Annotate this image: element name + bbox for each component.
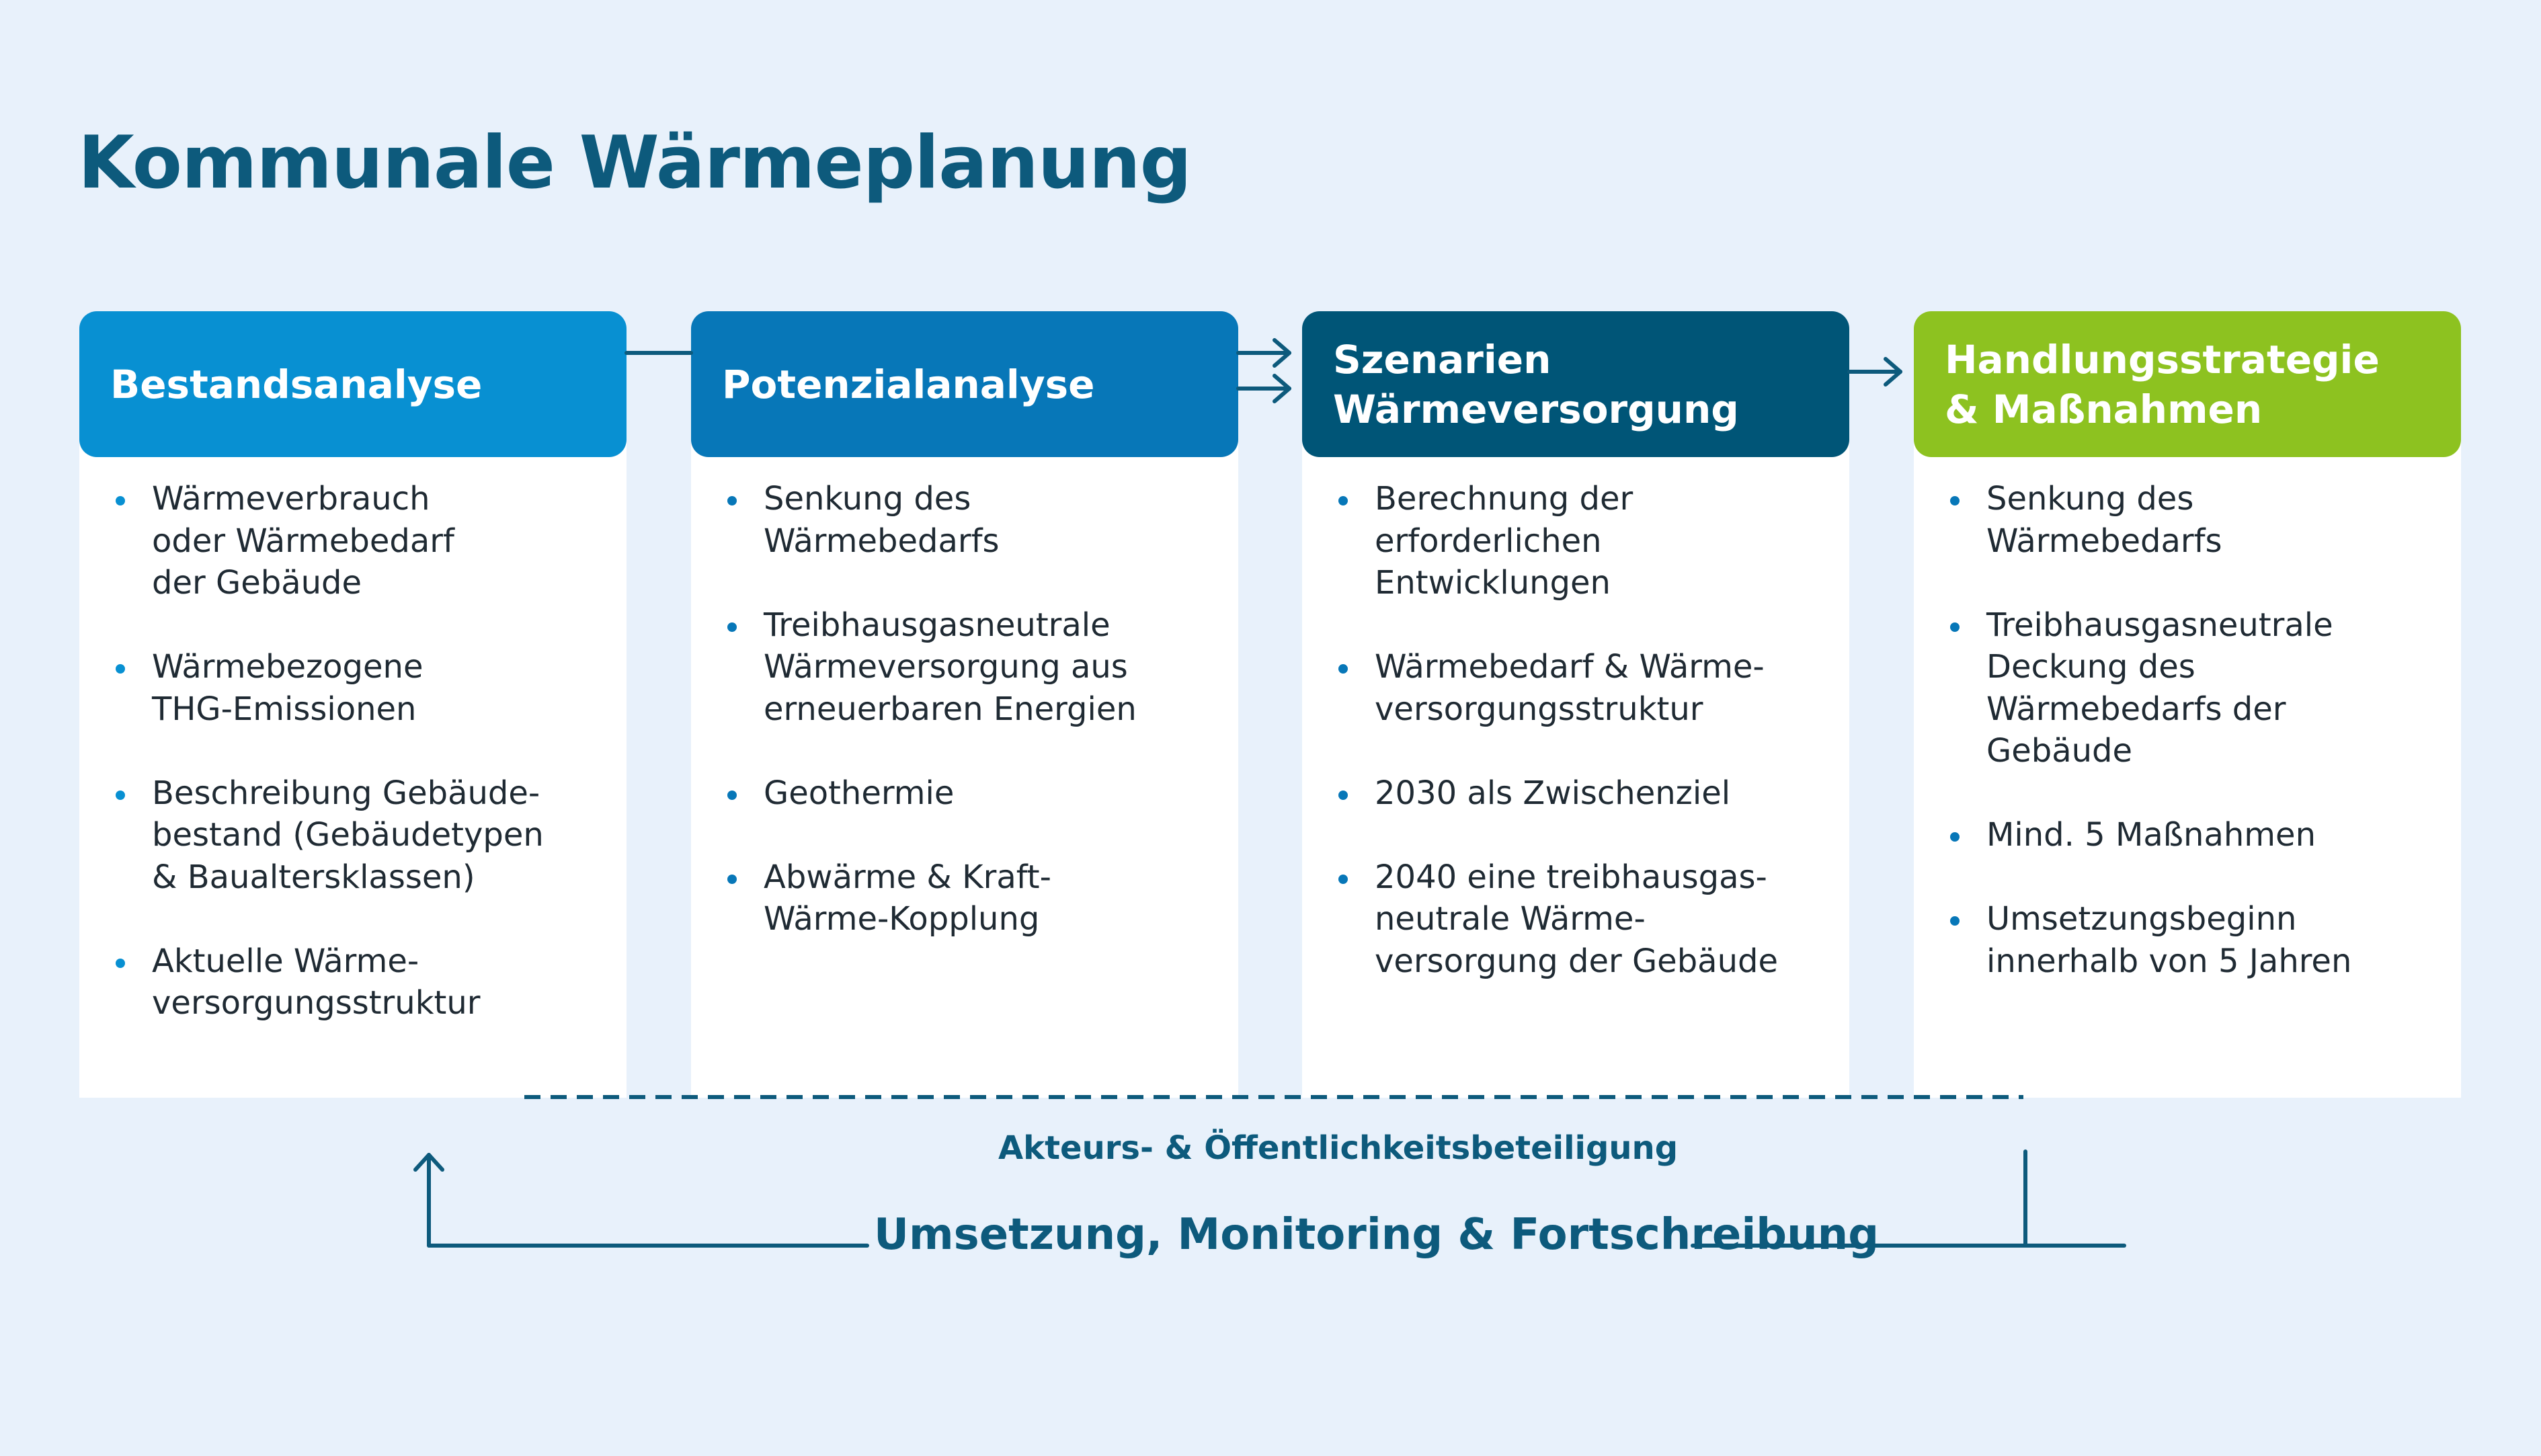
step-card-body [691, 432, 1238, 1098]
item-line: Wärmebedarfs der [1986, 690, 2286, 728]
item-line: erneuerbaren Energien [764, 690, 1137, 728]
bullet-icon [727, 790, 737, 800]
item-line: Wärmebedarfs [1986, 522, 2222, 560]
item-line: Berechnung der [1375, 480, 1634, 518]
list-item: 2030 als Zwischenziel [1338, 772, 1778, 815]
arrow-up-icon [413, 1153, 444, 1172]
item-line: Deckung des [1986, 648, 2195, 686]
item-line: THG-Emissionen [152, 690, 417, 728]
step-header-szenarien: Szenarien Wärmeversorgung [1302, 311, 1849, 457]
item-line: Wärmeversorgung aus [764, 648, 1128, 686]
item-line: Abwärme & Kraft- [764, 858, 1051, 896]
bullet-icon [1338, 790, 1348, 800]
item-line: Senkung des [764, 480, 971, 518]
item-line: bestand (Gebäudetypen [152, 816, 544, 854]
step-column-szenarien: Szenarien Wärmeversorgung Berechnung der… [1302, 311, 1849, 1098]
item-line: innerhalb von 5 Jahren [1986, 942, 2352, 980]
item-line: der Gebäude [152, 564, 362, 602]
step-card-body [1302, 432, 1849, 1098]
item-line: Treibhausgasneutrale [764, 606, 1111, 644]
bullet-icon [1950, 916, 1960, 926]
item-line: versorgungsstruktur [152, 984, 481, 1022]
item-line: Beschreibung Gebäude- [152, 774, 540, 812]
item-line: versorgung der Gebäude [1375, 942, 1778, 980]
page-title: Kommunale Wärmeplanung [78, 121, 1192, 205]
item-line: versorgungsstruktur [1375, 690, 1703, 728]
list-item: 2040 eine treibhausgas-neutrale Wärme-ve… [1338, 856, 1778, 983]
step-header-handlungsstrategie: Handlungsstrategie & Maßnahmen [1914, 311, 2461, 457]
step-item-list: Wärmeverbrauch oder Wärmebedarf der Gebäud… [79, 478, 544, 1066]
bullet-icon [727, 622, 737, 632]
item-line: Entwicklungen [1375, 564, 1611, 602]
bullet-icon [1950, 622, 1960, 632]
step-header-potenzialanalyse: Potenzialanalyse [691, 311, 1238, 457]
item-line: Umsetzungsbeginn [1986, 900, 2297, 938]
bullet-icon [727, 496, 737, 505]
item-line: Mind. 5 Maßnahmen [1986, 816, 2316, 854]
list-item: Geothermie [727, 772, 1137, 815]
item-line: Geothermie [764, 774, 955, 812]
bullet-icon [1950, 496, 1960, 505]
step-column-handlungsstrategie: Handlungsstrategie & Maßnahmen Senkung d… [1914, 311, 2461, 1098]
cycle-label: Umsetzung, Monitoring & Fortschreibung [874, 1210, 1879, 1260]
item-line: neutrale Wärme- [1375, 900, 1646, 938]
step-heading: Handlungsstrategie [1945, 336, 2380, 382]
arrow-right-icon [1273, 338, 1291, 368]
bullet-icon [116, 790, 125, 800]
item-line: Wärmebedarf & Wärme- [1375, 648, 1765, 686]
item-line: Treibhausgasneutrale [1986, 606, 2333, 644]
bullet-icon [116, 958, 125, 968]
bullet-icon [1950, 832, 1960, 842]
step-column-bestandsanalyse: Bestandsanalyse Wärmeverbrauch oder Wärme… [79, 311, 627, 1098]
bullet-icon [727, 874, 737, 884]
list-item: Abwärme & Kraft- Wärme-Kopplung [727, 856, 1137, 940]
bullet-icon [116, 496, 125, 505]
arrow-right-icon [1273, 374, 1291, 403]
step-heading: & Maßnahmen [1945, 386, 2263, 432]
item-line: & Baualtersklassen) [152, 858, 475, 896]
step-heading: Potenzialanalyse [722, 361, 1095, 407]
step-card-body [1914, 432, 2461, 1098]
list-item: Mind. 5 Maßnahmen [1950, 814, 2351, 856]
item-line: Wärmebedarfs [764, 522, 1000, 560]
list-item: Aktuelle Wärme-versorgungsstruktur [116, 940, 544, 1024]
item-line: Gebäude [1986, 732, 2133, 770]
bullet-icon [1338, 874, 1348, 884]
bullet-icon [116, 664, 125, 674]
step-heading: Bestandsanalyse [110, 361, 483, 407]
item-line: erforderlichen [1375, 522, 1602, 560]
list-item: Wärmeverbrauch oder Wärmebedarf der Gebäud… [116, 478, 544, 604]
item-line: Senkung des [1986, 480, 2194, 518]
list-item: Umsetzungsbeginn innerhalb von 5 Jahren [1950, 898, 2352, 982]
bullet-icon [1338, 496, 1348, 505]
arrow-right-icon [1884, 357, 1902, 387]
step-header-bestandsanalyse: Bestandsanalyse [79, 311, 627, 457]
step-card-body [79, 432, 627, 1098]
item-line: Wärmeverbrauch [152, 480, 430, 518]
list-item: Beschreibung Gebäude-bestand (Gebäudetyp… [116, 772, 544, 899]
item-line: oder Wärmebedarf [152, 522, 454, 560]
bullet-icon [1338, 664, 1348, 674]
item-line: 2030 als Zwischenziel [1375, 774, 1731, 812]
step-heading: Szenarien [1333, 336, 1551, 382]
list-item: Wärmebedarf & Wärme-versorgungsstruktur [1338, 646, 1778, 730]
item-line: 2040 eine treibhausgas- [1375, 858, 1767, 896]
participation-label: Akteurs- & Öffentlichkeitsbeteiligung [998, 1129, 1679, 1167]
step-heading: Wärmeversorgung [1333, 386, 1739, 432]
item-line: Wärmebezogene [152, 648, 424, 686]
item-line: Wärme-Kopplung [764, 900, 1040, 938]
item-line: Aktuelle Wärme- [152, 942, 419, 980]
